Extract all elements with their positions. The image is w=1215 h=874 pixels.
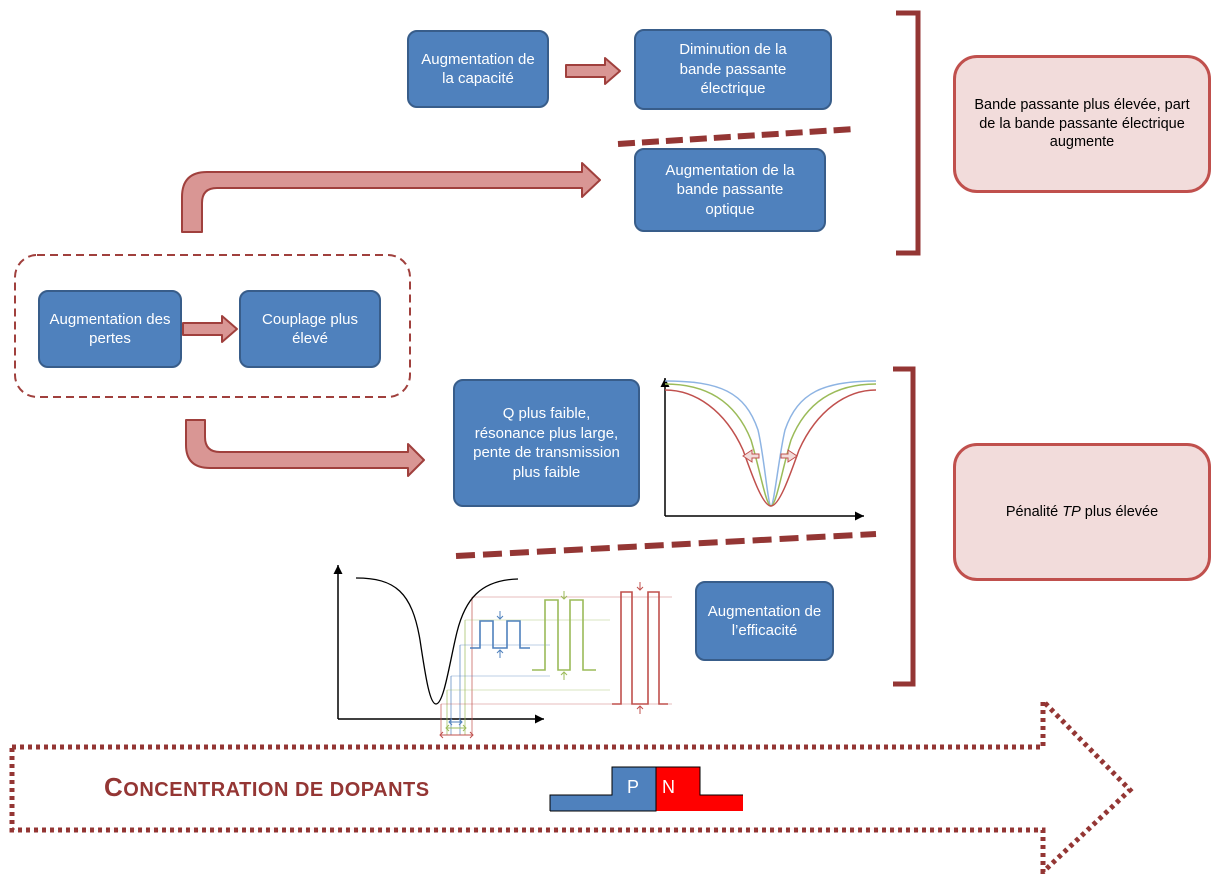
- result-penalite-tp: Pénalité TP plus élevée: [953, 443, 1211, 581]
- concentration-first-letter: C: [104, 772, 124, 802]
- box-augmentation-capacite-text: Augmentation de la capacité: [421, 50, 535, 88]
- arrow-pertes-to-couplage: [182, 315, 238, 343]
- box-q-plus-faible: Q plus faible, résonance plus large, pen…: [453, 379, 640, 507]
- grouping-dashed-box: [14, 254, 411, 398]
- bracket-top: [896, 10, 921, 256]
- resonance-curve-blue: [664, 380, 877, 507]
- widening-arrow-left: [742, 449, 760, 463]
- p-region: [550, 767, 656, 811]
- box-augmentation-bande-optique: Augmentation de la bande passante optiqu…: [634, 148, 826, 232]
- result-penalite-prefix: Pénalité: [1005, 503, 1063, 520]
- separator-middle: [455, 531, 877, 559]
- transmission-curve: [355, 577, 519, 705]
- result-penalite-tp-text: Pénalité TP plus élevée: [1006, 503, 1158, 522]
- arrow-capacite-to-diminution: [565, 57, 621, 85]
- resonance-curve-red: [664, 389, 877, 507]
- box-couplage-plus-eleve: Couplage plus élevé: [239, 290, 381, 368]
- efficiency-chart: [333, 565, 672, 739]
- widening-arrow-right: [780, 449, 798, 463]
- result-bande-passante-plus-elevee-text: Bande passante plus élevée, part de la b…: [974, 96, 1190, 151]
- bracket-bottom: [893, 366, 916, 687]
- n-label: N: [662, 777, 675, 797]
- separator-top: [617, 126, 856, 147]
- box-augmentation-efficacite: Augmentation de l’efficacité: [695, 581, 834, 661]
- resonance-curve-green: [664, 383, 877, 507]
- pn-junction: [549, 766, 743, 812]
- concentration-rest: ONCENTRATION DE DOPANTS: [123, 779, 430, 801]
- arrow-down-to-q-faible: [185, 419, 425, 477]
- box-augmentation-efficacite-text: Augmentation de l’efficacité: [707, 602, 822, 640]
- resonance-chart: [660, 378, 877, 521]
- box-augmentation-capacite: Augmentation de la capacité: [407, 30, 549, 108]
- signal-red: [612, 591, 668, 705]
- box-augmentation-pertes: Augmentation des pertes: [38, 290, 182, 368]
- result-penalite-tp-italic: TP: [1062, 503, 1081, 520]
- box-augmentation-pertes-text: Augmentation des pertes: [49, 310, 171, 348]
- box-diminution-bande-electrique-text: Diminution de la bande passante électriq…: [679, 41, 787, 98]
- signal-green: [532, 599, 596, 671]
- arrow-up-to-bande-optique: [181, 162, 601, 233]
- concentration-label: CONCENTRATION DE DOPANTS: [104, 772, 430, 803]
- signal-blue: [470, 620, 530, 649]
- result-penalite-suffix: plus élevée: [1080, 503, 1159, 520]
- box-augmentation-bande-optique-text: Augmentation de la bande passante optiqu…: [665, 161, 795, 218]
- box-couplage-plus-eleve-text: Couplage plus élevé: [262, 310, 358, 348]
- result-bande-passante-plus-elevee: Bande passante plus élevée, part de la b…: [953, 55, 1211, 193]
- p-label: P: [627, 777, 640, 797]
- box-diminution-bande-electrique: Diminution de la bande passante électriq…: [634, 29, 832, 110]
- box-q-plus-faible-text: Q plus faible, résonance plus large, pen…: [473, 405, 620, 481]
